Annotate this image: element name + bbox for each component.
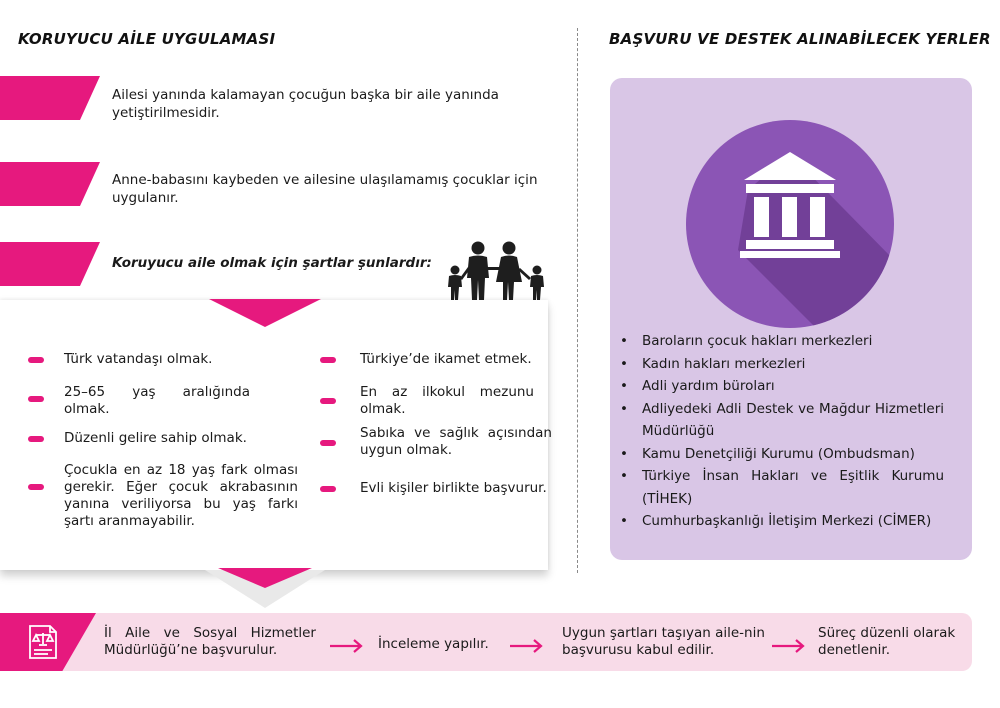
condition-item: Evli kişiler birlikte başvurur. [360,480,547,496]
process-step-4: Süreç düzenli olarak denetlenir. [818,625,956,658]
bullet-icon [320,486,336,492]
place-item: Adliyedeki Adli Destek ve Mağdur Hizmetl… [620,398,944,443]
bullet-icon [320,357,336,363]
family-icon [448,241,544,300]
conditions-box [0,300,548,570]
bullet-icon [320,398,336,404]
place-item: Cumhurbaşkanlığı İletişim Merkezi (CİMER… [620,510,944,533]
conditions-heading: Koruyucu aile olmak için şartlar şunlard… [112,255,432,271]
arrow-right-icon [330,639,363,653]
bullet-icon [320,440,336,446]
place-item: Kamu Denetçiliği Kurumu (Ombudsman) [620,443,944,466]
intro-text-2: Anne-babasını kaybeden ve ailesine ulaşı… [112,172,538,206]
condition-item: Türk vatandaşı olmak. [64,351,213,367]
condition-item: Türkiye’de ikamet etmek. [360,351,532,367]
process-bar [0,613,972,671]
condition-item: 25–65 yaş aralığında olmak. [64,384,250,417]
pink-marker [0,162,100,206]
courthouse-icon [738,152,894,328]
bullet-icon [28,357,44,363]
courthouse-badge [686,120,894,328]
bullet-icon [28,396,44,402]
condition-item: Çocukla en az 18 yaş fark olması gerekir… [64,462,298,529]
arrow-right-icon [772,639,805,653]
section-title-support-places: BAŞVURU VE DESTEK ALINABİLECEK YERLER [609,30,991,48]
arrow-right-icon [510,639,543,653]
pink-marker [0,242,100,286]
place-item: Türkiye İnsan Hakları ve Eşitlik Kurumu … [620,465,944,510]
pink-marker [0,76,100,120]
bullet-icon [28,484,44,490]
place-item: Kadın hakları merkezleri [620,353,944,376]
place-item: Baroların çocuk hakları merkezleri [620,330,944,353]
document-justice-icon [29,625,57,659]
process-step-3: Uygun şartları taşıyan aile-nin başvurus… [562,625,765,658]
process-step-2: İnceleme yapılır. [378,636,489,652]
condition-item: Sabıka ve sağlık açısından uygun olmak. [360,425,552,458]
intro-text-1: Ailesi yanında kalamayan çocuğun başka b… [112,87,499,121]
section-title-foster-family: KORUYUCU AİLE UYGULAMASI [18,30,276,48]
process-step-1: İl Aile ve Sosyal Hizmetler Müdürlüğü’ne… [104,625,316,658]
bullet-icon [28,436,44,442]
condition-item: En az ilkokul mezunu olmak. [360,384,534,417]
condition-item: Düzenli gelire sahip olmak. [64,430,247,446]
support-places-list: Baroların çocuk hakları merkezleri Kadın… [620,330,944,533]
column-divider [577,28,578,573]
place-item: Adli yardım büroları [620,375,944,398]
